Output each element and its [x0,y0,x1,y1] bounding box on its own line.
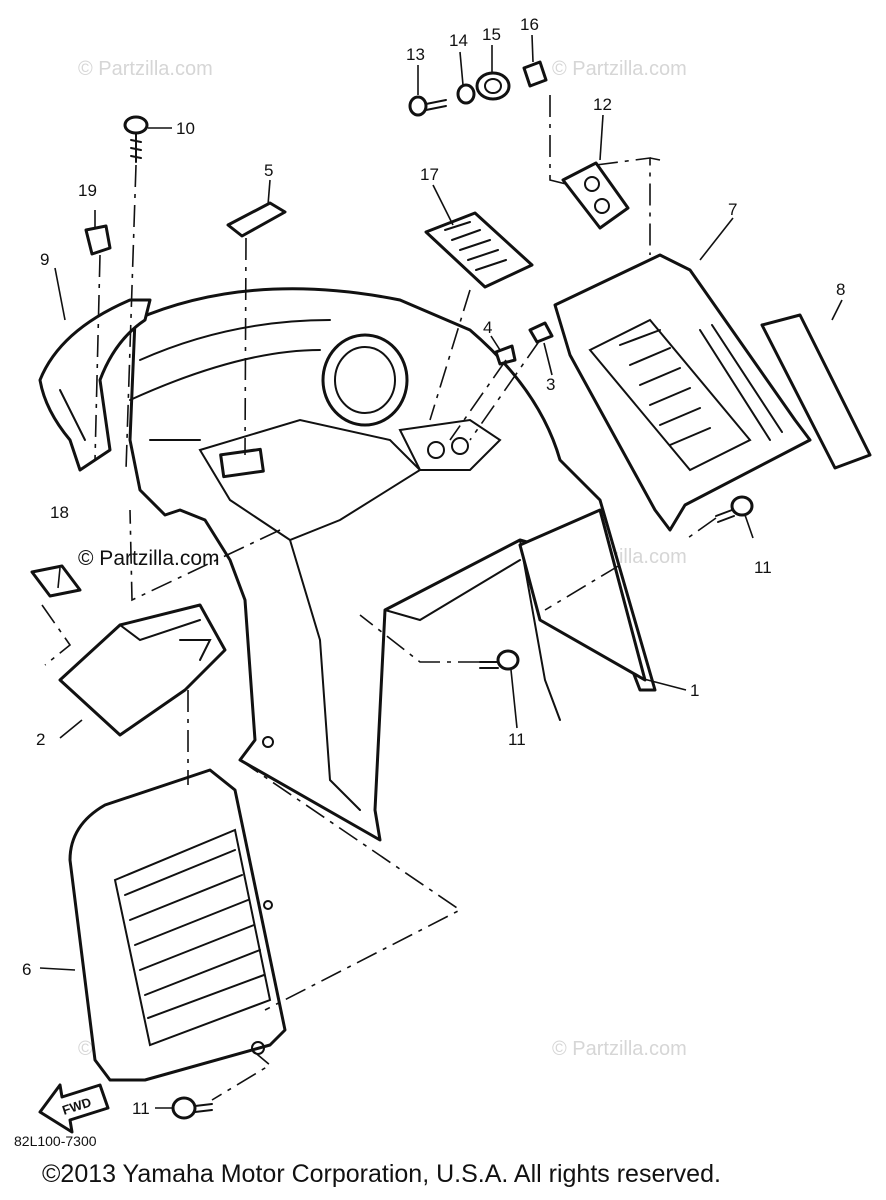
watermark-bottom-right: © Partzilla.com [552,1038,687,1060]
callouts: 10 19 9 5 13 14 15 16 12 17 7 8 4 3 11 1… [22,15,845,1118]
watermark-top-left: © Partzilla.com [78,58,213,80]
callout-16: 16 [520,15,539,34]
watermark-top-right: © Partzilla.com [552,58,687,80]
part-14-washer [456,83,476,105]
callout-5: 5 [264,161,273,180]
callout-6: 6 [22,960,31,979]
part-11-screw-right [715,495,754,523]
part-2-lower-cover [58,603,227,737]
part-9-side-cover [38,298,152,472]
part-7-right-panel [553,253,812,532]
part-12-bracket [561,161,630,230]
callout-11-center: 11 [508,730,526,749]
assembly-lines [41,95,717,1101]
callout-19: 19 [78,181,97,200]
callout-9: 9 [40,250,49,269]
part-5-cap [226,201,287,238]
part-1-front-cover [128,287,657,842]
diagram-code: 82L100-7300 [14,1133,97,1149]
callout-14: 14 [449,31,468,50]
callout-11-bottom: 11 [132,1099,150,1118]
part-18-cap [30,564,82,598]
part-8-pad [760,313,872,470]
watermark-mid-left: © Partzilla.com [78,547,220,570]
callout-3: 3 [546,375,555,394]
callout-15: 15 [482,25,501,44]
part-17-mat [424,211,534,289]
callout-4: 4 [483,318,492,337]
callout-8: 8 [836,280,845,299]
part-6-left-panel [68,768,287,1082]
part-15-grommet [475,71,511,101]
part-19-cap [84,224,112,256]
callout-2: 2 [36,730,45,749]
callout-12: 12 [593,95,612,114]
callout-10: 10 [176,119,195,138]
fwd-arrow-icon: FWD [38,1083,110,1134]
part-3-clip [528,321,554,344]
callout-13: 13 [406,45,425,64]
part-13-screw [408,95,447,117]
part-10-bolt [123,115,149,163]
part-11-screw-center [479,649,520,671]
callout-11-right: 11 [754,558,772,577]
callout-18: 18 [50,503,69,522]
callout-7: 7 [728,200,737,219]
callout-1: 1 [690,681,699,700]
part-4-clip [494,344,517,366]
copyright-notice: ©2013 Yamaha Motor Corporation, U.S.A. A… [42,1160,721,1188]
callout-17: 17 [420,165,439,184]
leader-lines [39,34,843,1109]
part-11-screw-bottom [171,1096,213,1120]
part-16-collar [522,60,548,88]
